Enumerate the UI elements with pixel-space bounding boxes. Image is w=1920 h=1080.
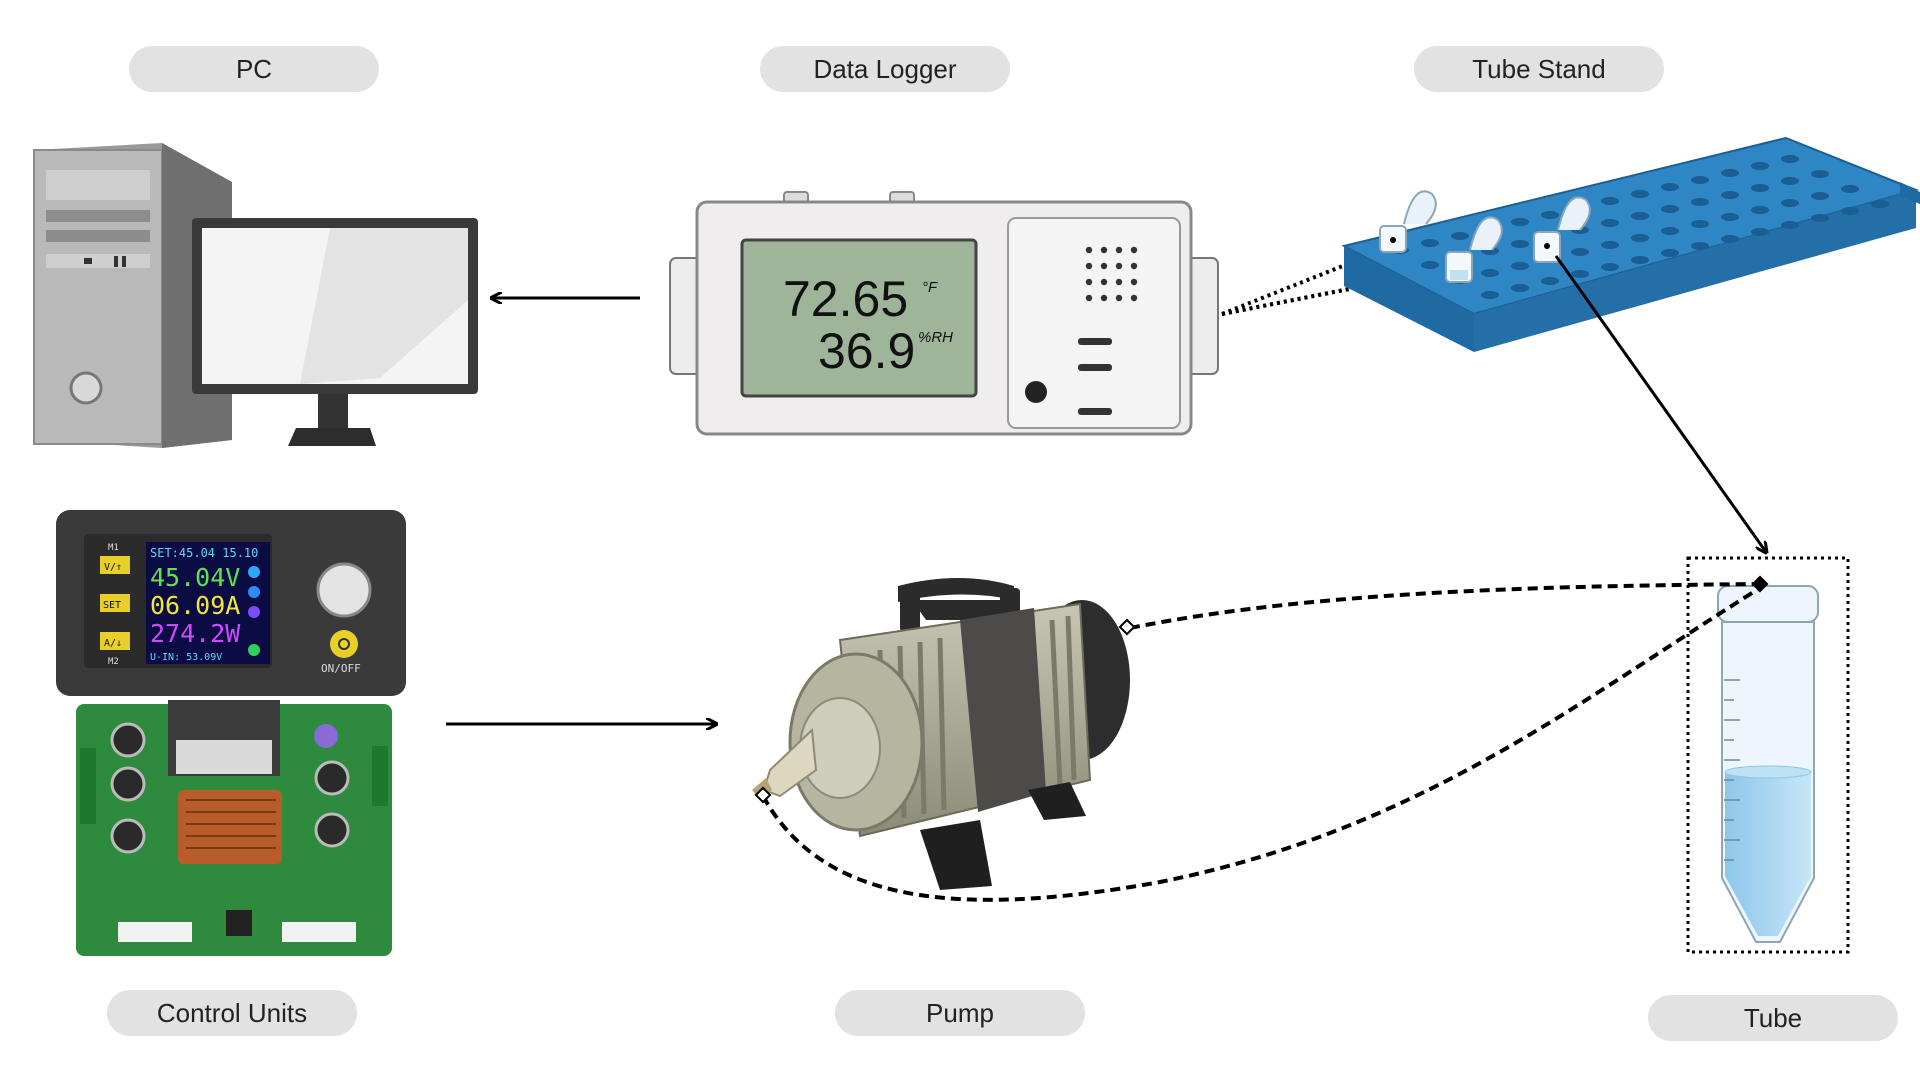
onoff-label: ON/OFF xyxy=(321,662,361,675)
btn-ad-label: A/⇓ xyxy=(104,638,122,649)
label-tube: Tube xyxy=(1648,995,1898,1041)
centrifuge-tube-icon xyxy=(1686,556,1850,954)
computer-tower-icon xyxy=(33,143,232,448)
label-tube-stand: Tube Stand xyxy=(1414,46,1664,92)
label-pump: Pump xyxy=(835,990,1085,1036)
label-control-units: Control Units xyxy=(107,990,357,1036)
logger-temp-unit: °F xyxy=(922,279,938,296)
tube-rack-icon xyxy=(1341,136,1920,352)
display-voltage: 45.04V xyxy=(150,563,240,592)
air-pump-icon xyxy=(752,578,1136,890)
display-input-line: U-IN: 53.09V xyxy=(150,652,222,663)
display-current: 06.09A xyxy=(150,591,240,620)
display-power: 274.2W xyxy=(150,619,241,648)
air-tubing xyxy=(761,582,1762,902)
label-pc: PC xyxy=(129,46,379,92)
display-set-line: SET:45.04 15.10 xyxy=(150,546,258,560)
mode-m1: M1 xyxy=(108,543,119,553)
mode-m2: M2 xyxy=(108,657,119,667)
monitor-icon xyxy=(192,218,478,446)
btn-va-label: V/⇑ xyxy=(104,562,122,573)
power-module-icon: M1 M2 V/⇑ SET A/⇓ SET:45.04 15.10 45.04V… xyxy=(56,510,406,956)
btn-set-label: SET xyxy=(103,600,121,611)
logger-temperature: 72.65 xyxy=(783,271,908,327)
logger-humidity-unit: %RH xyxy=(918,329,953,346)
logger-humidity: 36.9 xyxy=(818,323,915,379)
arrow-stand-to-tube xyxy=(1554,255,1766,552)
label-data-logger: Data Logger xyxy=(760,46,1010,92)
data-logger-icon: 72.65 °F 36.9 %RH xyxy=(669,191,1219,436)
